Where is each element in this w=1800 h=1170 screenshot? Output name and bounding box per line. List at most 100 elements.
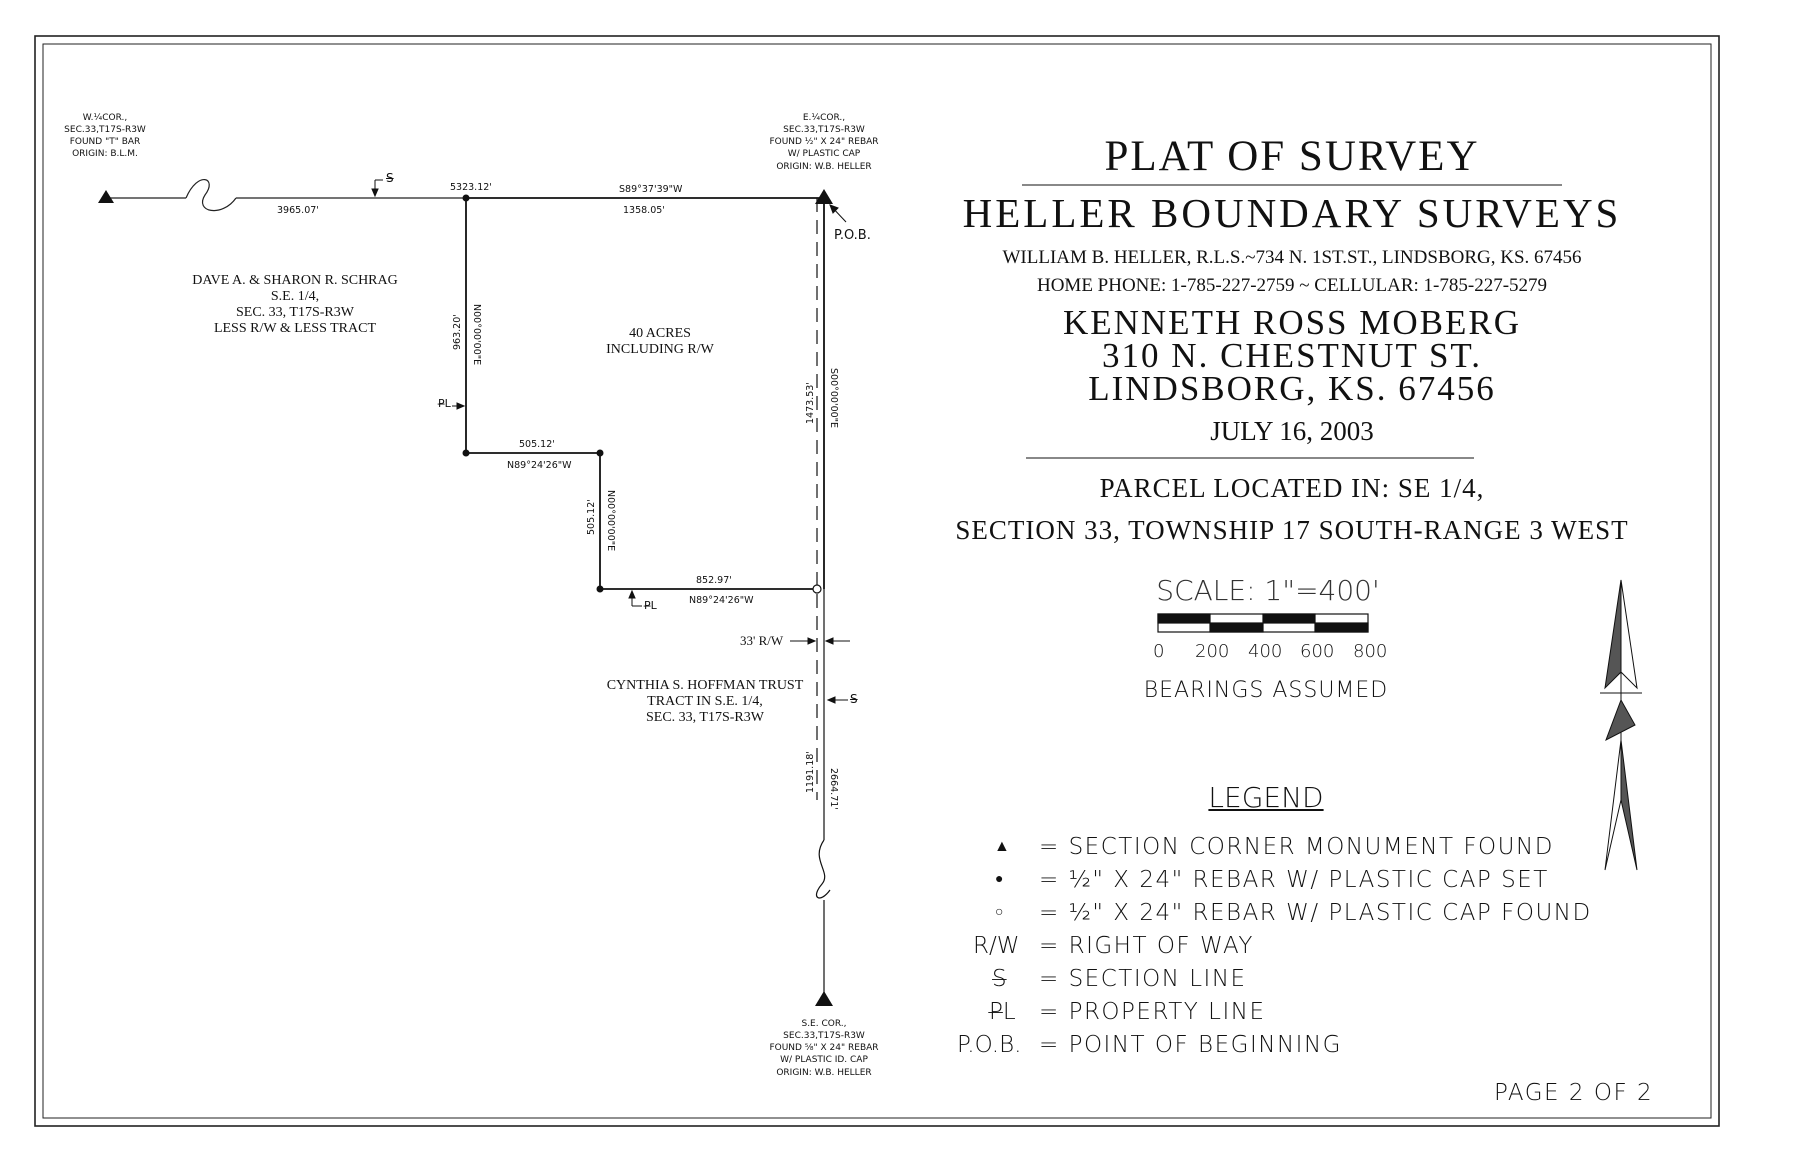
right-of-way-label: 33' R/W [740,633,784,648]
dim-963: 963.20' [452,314,463,350]
monument-icon: ▲ [994,836,1010,855]
north-arrow [1600,579,1642,871]
legend-text: = ½" X 24" REBAR W/ PLASTIC CAP FOUND [1039,900,1592,926]
schrag-exceptions: LESS R/W & LESS TRACT [213,321,377,337]
parcel-boundary [465,197,824,590]
rebar-set-marker [462,449,470,457]
hoffman-owner: CYNTHIA S. HOFFMAN TRUST [606,678,804,693]
pob-label: P.O.B. [834,228,871,243]
scale-label: SCALE: 1"=400' [1156,574,1380,607]
e-quarter-corner-note: E.¼COR., SEC.33,T17S-R3W FOUND ½" X 24" … [764,112,884,173]
acreage-note: INCLUDING R/W [606,342,714,358]
client-street: 310 N. CHESTNUT ST. [1102,336,1482,375]
dim-505-horizontal: 505.12' [519,439,555,450]
legend-item: S̶ = SECTION LINE [940,968,1640,998]
se-corner-line2: SEC.33,T17S-R3W [783,1031,865,1042]
legend-text: = SECTION CORNER MONUMENT FOUND [1039,834,1554,860]
pob-symbol: P.O.B. [957,1032,1022,1058]
hoffman-section: SEC. 33, T17S-R3W [646,710,764,726]
rebar-set-icon: ● [995,871,1004,887]
scale-bar [1157,613,1369,633]
legend-item: ▲ = SECTION CORNER MONUMENT FOUND [940,836,1640,866]
se-corner-line1: S.E. COR., [801,1019,847,1029]
legend-item: ● = ½" X 24" REBAR W/ PLASTIC CAP SET [940,869,1640,899]
parcel-line-1: PARCEL LOCATED IN: SE 1/4, [1099,473,1485,503]
company-name: HELLER BOUNDARY SURVEYS [962,190,1622,236]
w-quarter-corner-monument [98,190,114,203]
section-line-flag [371,179,383,198]
dim-3965: 3965.07' [277,205,319,216]
bearing-n-mid: N00°00'00"E [605,490,616,552]
hoffman-quarter: TRACT IN S.E. 1/4, [647,694,763,710]
dim-505-vertical: 505.12' [586,499,597,535]
property-line-flag-bottom [628,589,642,607]
w-quarter-corner-note: W.¼COR., SEC.33,T17S-R3W FOUND "T" BAR O… [50,112,160,161]
section-line-symbol: S̶ [386,171,394,185]
plat-title: PLAT OF SURVEY [1104,133,1480,180]
se-corner-line4: W/ PLASTIC ID. CAP [780,1055,868,1066]
scale-tick-800: 800 [1353,641,1388,662]
acreage-label: 40 ACRES INCLUDING R/W [570,326,750,358]
outer-border [34,35,1720,1127]
e-corner-line2: SEC.33,T17S-R3W [783,125,865,136]
w-corner-line1: W.¼COR., [82,113,128,123]
w-corner-line4: ORIGIN: B.L.M. [72,149,138,160]
bearings-note: BEARINGS ASSUMED [1143,678,1389,703]
e-corner-line1: E.¼COR., [802,113,846,123]
e-corner-line3: FOUND ½" X 24" REBAR [769,137,879,148]
legend-text: = ½" X 24" REBAR W/ PLASTIC CAP SET [1039,867,1549,893]
legend-heading: LEGEND [1208,781,1324,814]
e-corner-line5: ORIGIN: W.B. HELLER [776,161,872,172]
acreage-value: 40 ACRES [629,326,691,341]
scale-tick-200: 200 [1195,641,1230,662]
rebar-found-icon: ○ [995,904,1004,920]
client-name: KENNETH ROSS MOBERG [1062,303,1522,342]
rebar-set-marker [462,194,470,202]
bearing-top: S89°37'39"W [619,184,683,195]
se-corner-line3: FOUND ⅝" X 24" REBAR [769,1043,879,1054]
legend-text: = PROPERTY LINE [1039,999,1266,1025]
dim-852: 852.97' [696,575,732,586]
e-quarter-corner-monument [815,189,833,204]
se-corner-line5: ORIGIN: W.B. HELLER [776,1067,872,1078]
phone-line: HOME PHONE: 1-785-227-2759 ~ CELLULAR: 1… [1036,275,1548,296]
parcel-line-2: SECTION 33, TOWNSHIP 17 SOUTH-RANGE 3 WE… [955,515,1629,545]
pob-arrow [829,204,847,223]
legend-item: ○ = ½" X 24" REBAR W/ PLASTIC CAP FOUND [940,902,1640,932]
scale-tick-0: 0 [1153,641,1165,662]
dim-1191: 1191.18' [805,751,816,793]
schrag-section: SEC. 33, T17S-R3W [236,305,354,321]
section-line-symbol-east: S̶ [850,692,858,706]
se-corner-monument [815,991,833,1006]
rw-dimension [790,637,850,704]
scale-tick-400: 400 [1248,641,1283,662]
rebar-set-marker [596,585,604,593]
schrag-quarter: S.E. 1/4, [270,289,320,305]
rebar-found-marker [812,584,822,594]
east-right-of-way [816,198,831,1000]
dim-2664: 2664.71' [828,768,839,810]
legend-text: = POINT OF BEGINNING [1039,1032,1342,1058]
property-line-symbol-left: P̶L [438,397,451,410]
inner-border [42,43,1712,1119]
client-city: LINDSBORG, KS. 67456 [1088,369,1496,408]
property-line-flag-left [452,402,466,410]
w-corner-line3: FOUND "T" BAR [69,137,141,148]
section-line-west [106,179,466,212]
bearing-n89-upper: N89°24'26"W [507,460,572,471]
schrag-tract-label: DAVE A. & SHARON R. SCHRAG S.E. 1/4, SEC… [160,273,430,337]
rebar-set-marker [596,449,604,457]
hoffman-tract-label: CYNTHIA S. HOFFMAN TRUST TRACT IN S.E. 1… [585,678,825,726]
surveyor-line: WILLIAM B. HELLER, R.L.S.~734 N. 1ST.ST.… [1002,247,1582,268]
legend-item: P.O.B. = POINT OF BEGINNING [940,1034,1640,1064]
legend-text: = SECTION LINE [1039,966,1247,992]
w-corner-line2: SEC.33,T17S-R3W [64,125,146,136]
scale-tick-600: 600 [1300,641,1335,662]
page-number: PAGE 2 OF 2 [1494,1080,1654,1106]
dim-1473: 1473.53' [805,382,816,424]
bearing-n89-lower: N89°24'26"W [689,595,754,606]
legend-text: = RIGHT OF WAY [1039,933,1254,959]
e-corner-line4: W/ PLASTIC CAP [787,149,861,160]
